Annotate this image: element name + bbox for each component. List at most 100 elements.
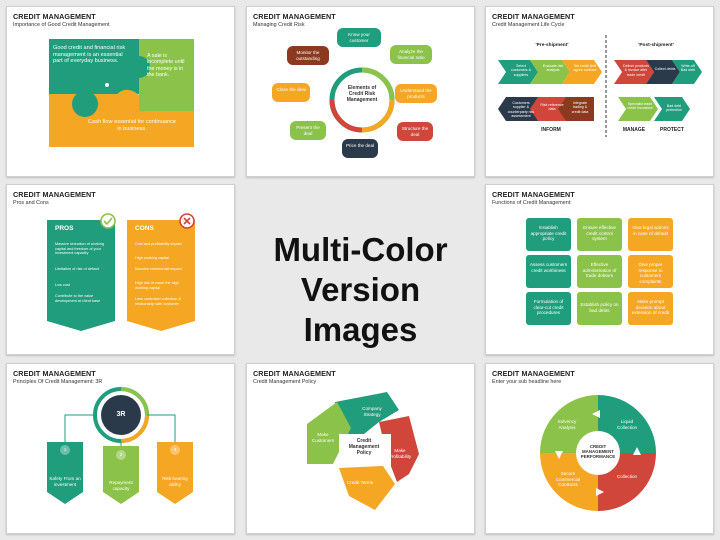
importance-text-2: A sale is incomplete until the money is … (147, 53, 185, 79)
slide-policy[interactable]: CREDIT MANAGEMENT Credit Management Poli… (246, 363, 475, 534)
manage-label: MANAGE (622, 127, 646, 133)
post-shipment-label: 'Post-shipment' (638, 43, 674, 48)
function-cell: Make prompt decision about extension of … (631, 299, 670, 316)
pros-item: Contribute to the value development at c… (55, 294, 101, 303)
arrow-icon (555, 451, 563, 459)
slide-subtitle: Credit Management Life Cycle (492, 22, 565, 28)
pros-item: Massive reduction of working capital and… (55, 242, 104, 256)
performance-item: Secure Commercial Contracts (555, 471, 581, 488)
slide-subtitle: Managing Credit Risk (253, 22, 305, 28)
principle-item: Repayment capacity (109, 480, 133, 491)
multi-color-title: Multi-Color Version Images (246, 230, 475, 350)
slide-title: CREDIT MANAGEMENT (492, 190, 575, 199)
title-line-2: Version Images (300, 271, 421, 348)
principle-number: 2 (119, 452, 123, 457)
risk-center-label: Elements of Credit Risk Management (346, 85, 378, 103)
functions-grid (526, 218, 673, 325)
slide-title: CREDIT MANAGEMENT (253, 12, 336, 21)
cons-item: Massive commercial impact (135, 267, 182, 271)
slide-title: CREDIT MANAGEMENT (492, 12, 575, 21)
slide-subtitle: Credit Management Policy (253, 379, 317, 385)
performance-center-label: CREDIT MANAGEMENT PERFORMANCE (580, 444, 616, 460)
function-cell: Establish appropriate credit policy (530, 225, 567, 242)
three-r-graphic (47, 387, 193, 504)
slide-subtitle: Principles Of Credit Management: 3R (13, 379, 103, 385)
cycle-step: Collect debts (654, 67, 676, 71)
function-cell: Formulation of clear-cut credit procedur… (533, 299, 564, 316)
principle-number: 1 (63, 447, 67, 452)
slide-pros-cons[interactable]: CREDIT MANAGEMENT Pros and Cons PROS CON… (6, 184, 235, 355)
function-cell: Effective administration of trade debtor… (582, 262, 617, 279)
principle-number: 3 (173, 447, 177, 452)
arrow-icon (596, 488, 604, 496)
policy-arrows (307, 392, 419, 510)
principle-item: Risk bearing ability (162, 476, 188, 487)
slide-title: CREDIT MANAGEMENT (13, 190, 96, 199)
risk-node: Price the deal (345, 143, 375, 148)
cycle-step: Specialist trade credit insurance (627, 102, 653, 111)
cons-item: High working capital (135, 256, 169, 260)
pros-item: Low cost (55, 283, 70, 287)
slide-principles-3r[interactable]: CREDIT MANAGEMENT Principles Of Credit M… (6, 363, 235, 534)
slide-subtitle: Enter your sub headline here (492, 379, 562, 385)
three-r-center: 3R (116, 411, 126, 418)
slide-managing-risk[interactable]: CREDIT MANAGEMENT Managing Credit Risk E… (246, 6, 475, 177)
cons-item: Cost and profitability impact (135, 242, 182, 246)
check-icon (100, 213, 116, 229)
cycle-step: Evaluate risk analysis (542, 64, 564, 73)
puzzle-piece-teal (49, 39, 139, 94)
slide-functions[interactable]: CREDIT MANAGEMENT Functions of Credit Ma… (485, 184, 714, 355)
protect-label: PROTECT (660, 127, 684, 133)
risk-node: Structure the deal (401, 126, 429, 137)
risk-node: Analyze the financial ratio (397, 49, 425, 60)
risk-node: Know your customer (348, 32, 370, 43)
policy-item: Company Strategy (362, 406, 382, 417)
performance-item: Liquid Collection (616, 419, 638, 430)
slide-importance[interactable]: CREDIT MANAGEMENT Importance of Good Cre… (6, 6, 235, 177)
risk-node: Understand the products (400, 88, 432, 99)
function-cell: Ensure effective credit control system (583, 225, 616, 242)
cons-item: Less controlled collection & relationshi… (135, 297, 182, 306)
slide-life-cycle[interactable]: CREDIT MANAGEMENT Credit Management Life… (485, 6, 714, 177)
slide-subtitle: Importance of Good Credit Management (13, 22, 110, 28)
policy-item: Make Customers (311, 432, 335, 443)
cycle-step: Integrate trading & credit data (571, 101, 589, 114)
puzzle-graphic (49, 39, 194, 147)
function-cell: Establish policy on bad debts (580, 302, 619, 313)
cycle-step: Set credit limit agree contract (573, 64, 597, 73)
function-cell: Give proper response to customers compla… (638, 262, 663, 284)
performance-item: Solvency Analysis (557, 419, 577, 430)
puzzle-piece-green (139, 39, 194, 111)
pros-heading: PROS (55, 225, 74, 232)
performance-item: Collection (616, 474, 638, 479)
importance-text-3: Cash flow essential for continuance in b… (88, 119, 176, 132)
slide-title: CREDIT MANAGEMENT (13, 12, 96, 21)
pros-cons-panels (47, 213, 195, 331)
title-line-1: Multi-Color (273, 231, 448, 268)
slide-subtitle: Functions of Credit Management: (492, 200, 572, 206)
slide-performance[interactable]: CREDIT MANAGEMENT Enter your sub headlin… (485, 363, 714, 534)
function-cell: Give legal actions in case of default (632, 225, 669, 236)
slide-title: CREDIT MANAGEMENT (492, 369, 575, 378)
principle-item: Safety From an investment (49, 476, 81, 487)
arrow-icon (633, 447, 641, 455)
inform-label: INFORM (541, 127, 561, 133)
arrow-icon (592, 410, 600, 418)
risk-node: Present the deal (296, 125, 320, 136)
importance-text-1: Good credit and financial risk managemen… (53, 45, 126, 65)
pros-item: Limitation of risk of default (55, 267, 100, 271)
cycle-step: Deliver products & invoice after trade c… (623, 64, 649, 77)
life-cycle-arrows (498, 35, 702, 137)
slide-title: CREDIT MANAGEMENT (253, 369, 336, 378)
cycle-step: Risk reference data (540, 103, 564, 112)
cycle-step: Bad debt protection (666, 104, 682, 113)
policy-item: Credit Terms (347, 480, 373, 485)
risk-node: Close the deal (276, 87, 306, 92)
cycle-step: Select customers & suppliers (511, 64, 531, 77)
risk-ring (272, 28, 437, 158)
function-cell: Assess customers credit worthiness (529, 262, 568, 273)
cons-item: High risk of count the high working capi… (135, 281, 179, 290)
cycle-step: Write-off Bad debt (680, 64, 696, 73)
policy-item: Make Profitability (388, 448, 412, 459)
policy-center-label: Credit Management Policy (348, 438, 380, 456)
